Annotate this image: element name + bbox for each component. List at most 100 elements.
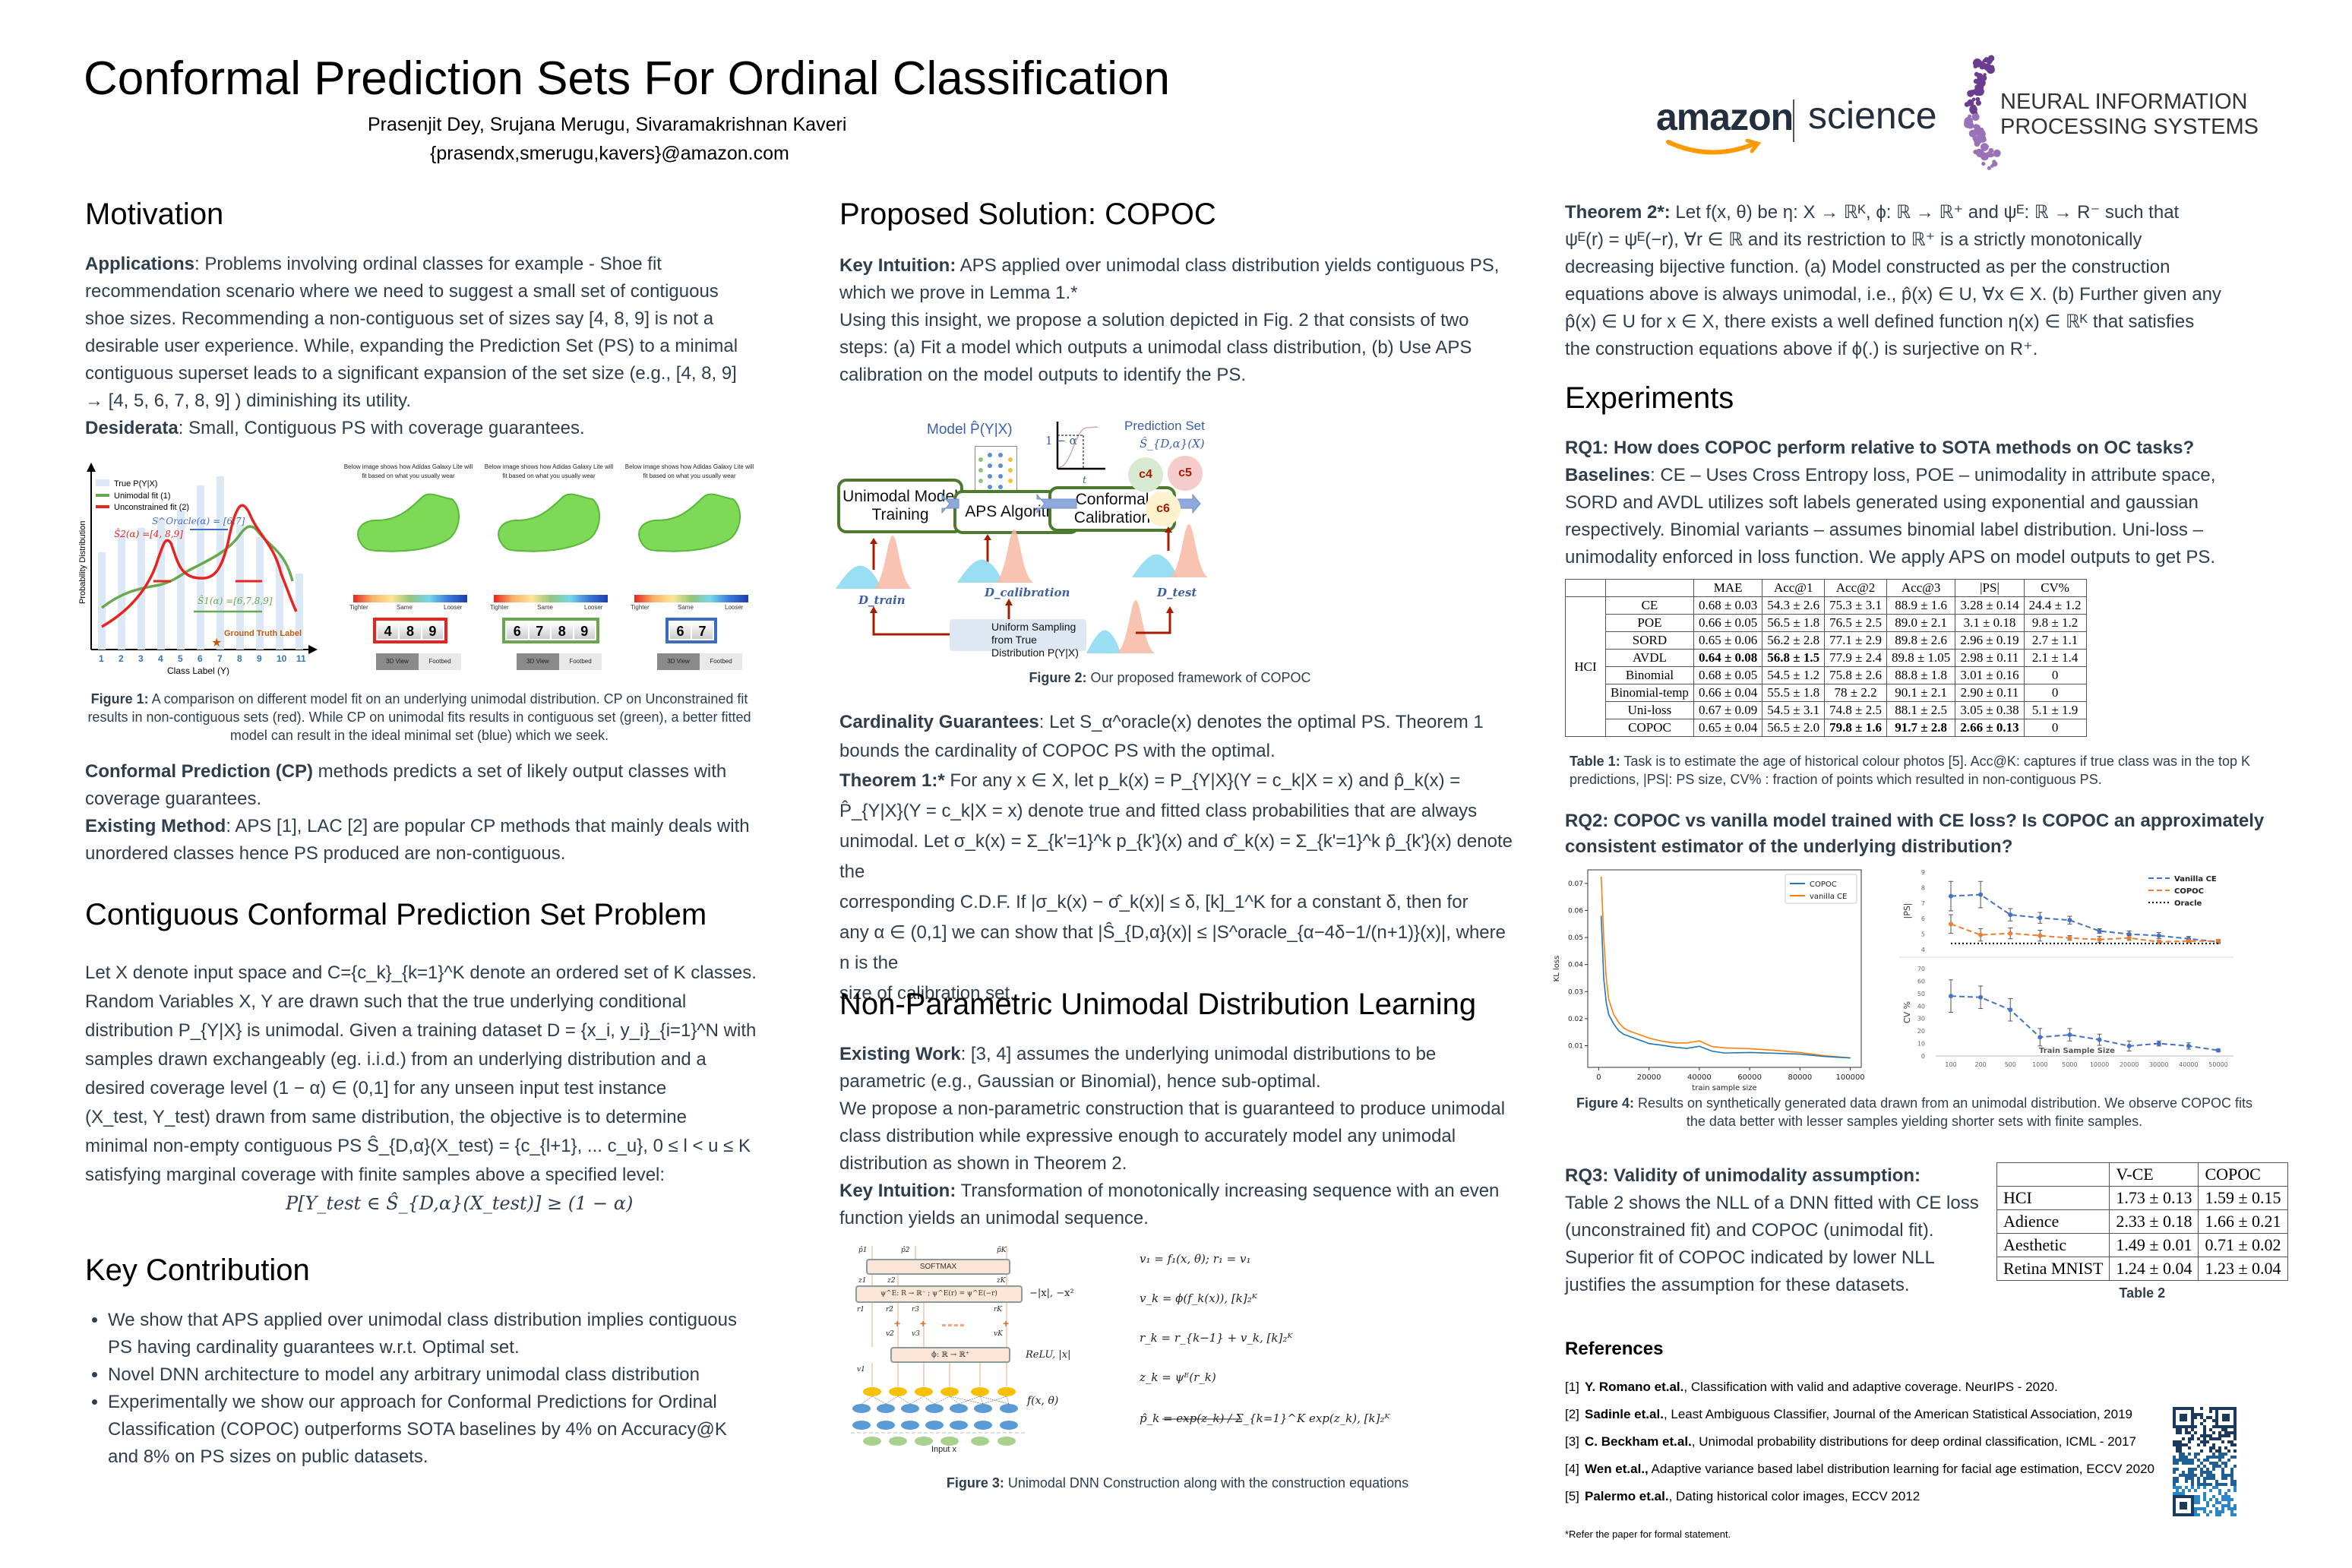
table1-cell: 0	[2023, 684, 2087, 702]
data-point	[1978, 994, 1984, 1000]
input-node	[971, 1437, 989, 1446]
neurips-line2: PROCESSING SYSTEMS	[2000, 115, 2259, 139]
cv-y-tick-label: 40	[1917, 1003, 1925, 1010]
input-node	[863, 1437, 881, 1446]
reference-item: [2]Sadinle et.al., Least Ambiguous Class…	[1565, 1401, 2173, 1428]
output-node	[997, 1387, 1016, 1396]
data-point	[2126, 931, 2132, 937]
amazon-science-logo: amazon science	[1656, 94, 1975, 156]
figure2-caption-text: Our proposed framework of COPOC	[1086, 670, 1311, 685]
size-chip[interactable]: 4	[378, 622, 399, 639]
problem-line: satisfying marginal coverage with finite…	[85, 1165, 665, 1185]
y-tick-label: 0.07	[1568, 880, 1583, 888]
experiments-heading: Experiments	[1565, 381, 1734, 415]
footbed-button[interactable]: Footbed	[419, 653, 461, 670]
3d-view-button[interactable]: 3D View	[517, 653, 559, 670]
scale-label: Tighter	[490, 604, 509, 611]
x-tick-label: 9	[257, 653, 262, 664]
x-tick-label: 60000	[1737, 1073, 1762, 1082]
construction-equation: v_k = ϕ(f_k(x)), [k]₂ᴷ	[1140, 1291, 1257, 1305]
cv-y-tick-label: 0	[1921, 1053, 1925, 1060]
size-chip[interactable]: 7	[529, 622, 550, 639]
size-chip[interactable]: 6	[670, 622, 691, 639]
table1-cell: 0.64 ± 0.08	[1693, 649, 1763, 667]
scale-label: Tighter	[349, 604, 368, 611]
propose-text: We propose a non-parametric construction…	[839, 1099, 1506, 1174]
distribution-blue	[957, 559, 1003, 583]
data-point	[2216, 1048, 2221, 1053]
size-chip[interactable]: 9	[422, 622, 443, 639]
table1-column-header: Acc@2	[1824, 579, 1887, 597]
node-label: p̂2	[901, 1246, 910, 1254]
table1-cell: 56.5 ± 1.8	[1762, 614, 1826, 632]
contribution-bullet: Novel DNN architecture to model any arbi…	[108, 1361, 754, 1389]
node-label: rK	[994, 1306, 1003, 1314]
table1-cell: 0.66 ± 0.04	[1693, 684, 1763, 702]
shoe-3d-icon	[357, 493, 460, 552]
true-distribution-bar	[276, 555, 283, 650]
size-chip[interactable]: 9	[574, 622, 595, 639]
logo-dot	[1993, 149, 2001, 157]
data-point	[1978, 932, 1984, 937]
legend-label: COPOC	[2174, 887, 2204, 896]
table2-column-header	[1996, 1162, 2110, 1187]
legend-unimodal: Unimodal fit (1)	[114, 492, 171, 501]
table1-cell: CE	[1605, 596, 1694, 615]
theorem2-line: equations above is always unimodal, i.e.…	[1565, 284, 2221, 305]
node-label: p̂K	[997, 1246, 1007, 1254]
node-label: r1	[857, 1306, 865, 1314]
cv-x-tick-label: 200	[1974, 1061, 1986, 1068]
table1-cell: 3.05 ± 0.38	[1955, 701, 2025, 719]
route-train	[872, 609, 950, 636]
table1-cell: 89.0 ± 2.1	[1886, 614, 1956, 632]
x-axis-label: Class Label (Y)	[167, 665, 229, 676]
table1-cell: 0.65 ± 0.04	[1693, 719, 1763, 737]
data-point	[2097, 1037, 2102, 1042]
table1-cell: 0	[2023, 719, 2087, 737]
footbed-button[interactable]: Footbed	[700, 653, 742, 670]
output-node	[971, 1387, 989, 1396]
size-chip[interactable]: 6	[507, 622, 528, 639]
figure1-distribution-plot: True P(Y|X) Unimodal fit (1) Unconstrain…	[78, 463, 318, 676]
theorem1-line: corresponding C.D.F. If |σ_k(x) − σ̂_k(x…	[839, 892, 1468, 912]
3d-view-button[interactable]: 3D View	[657, 653, 700, 670]
footbed-button[interactable]: Footbed	[559, 653, 602, 670]
size-chip[interactable]: 8	[400, 622, 421, 639]
table1-column-header	[1605, 579, 1694, 597]
contribution-heading: Key Contribution	[85, 1253, 310, 1287]
phi-examples: ReLU, |x|	[1026, 1349, 1071, 1361]
figure1-caption-text: A comparison on different model fit on a…	[87, 691, 751, 743]
table2-cell: 1.23 ± 0.04	[2198, 1257, 2288, 1281]
theorem1-line: For any x ∈ X, let p_k(x) = P_{Y|X}(Y = …	[944, 770, 1461, 791]
table1-cell: 78 ± 2.2	[1824, 684, 1887, 702]
x-tick-label: 8	[237, 653, 242, 664]
data-point	[2008, 1007, 2013, 1013]
table1-cell: 89.8 ± 2.6	[1886, 631, 1956, 650]
rq1-heading: RQ1: How does COPOC perform relative to …	[1565, 438, 2195, 458]
legend-label: Vanilla CE	[2174, 875, 2217, 884]
problem-line: samples drawn exchangeably (eg. i.i.d.) …	[85, 1049, 707, 1070]
table2-cell: Aesthetic	[1996, 1233, 2110, 1257]
rq3-label: RQ3: Validity of unimodality assumption:	[1565, 1165, 1921, 1186]
neurips-wordmark: NEURAL INFORMATION PROCESSING SYSTEMS	[2000, 90, 2259, 140]
table1-group-header	[1565, 579, 1606, 597]
qr-code[interactable]	[2173, 1407, 2237, 1518]
legend-label: COPOC	[1810, 880, 1837, 889]
input-node	[997, 1437, 1016, 1446]
nn-thumbnail-icon	[975, 446, 1017, 496]
3d-view-button[interactable]: 3D View	[376, 653, 419, 670]
size-chip[interactable]: 7	[692, 622, 713, 639]
size-chip[interactable]: 8	[552, 622, 573, 639]
ellipsis-dot	[954, 1324, 958, 1326]
plot-frame	[1587, 869, 1862, 1068]
x-tick-label: 100000	[1836, 1073, 1865, 1082]
model-label: Model P̂(Y|X)	[927, 422, 1013, 438]
data-point	[2008, 931, 2013, 936]
reference-authors: Sadinle et.al.	[1585, 1407, 1664, 1421]
